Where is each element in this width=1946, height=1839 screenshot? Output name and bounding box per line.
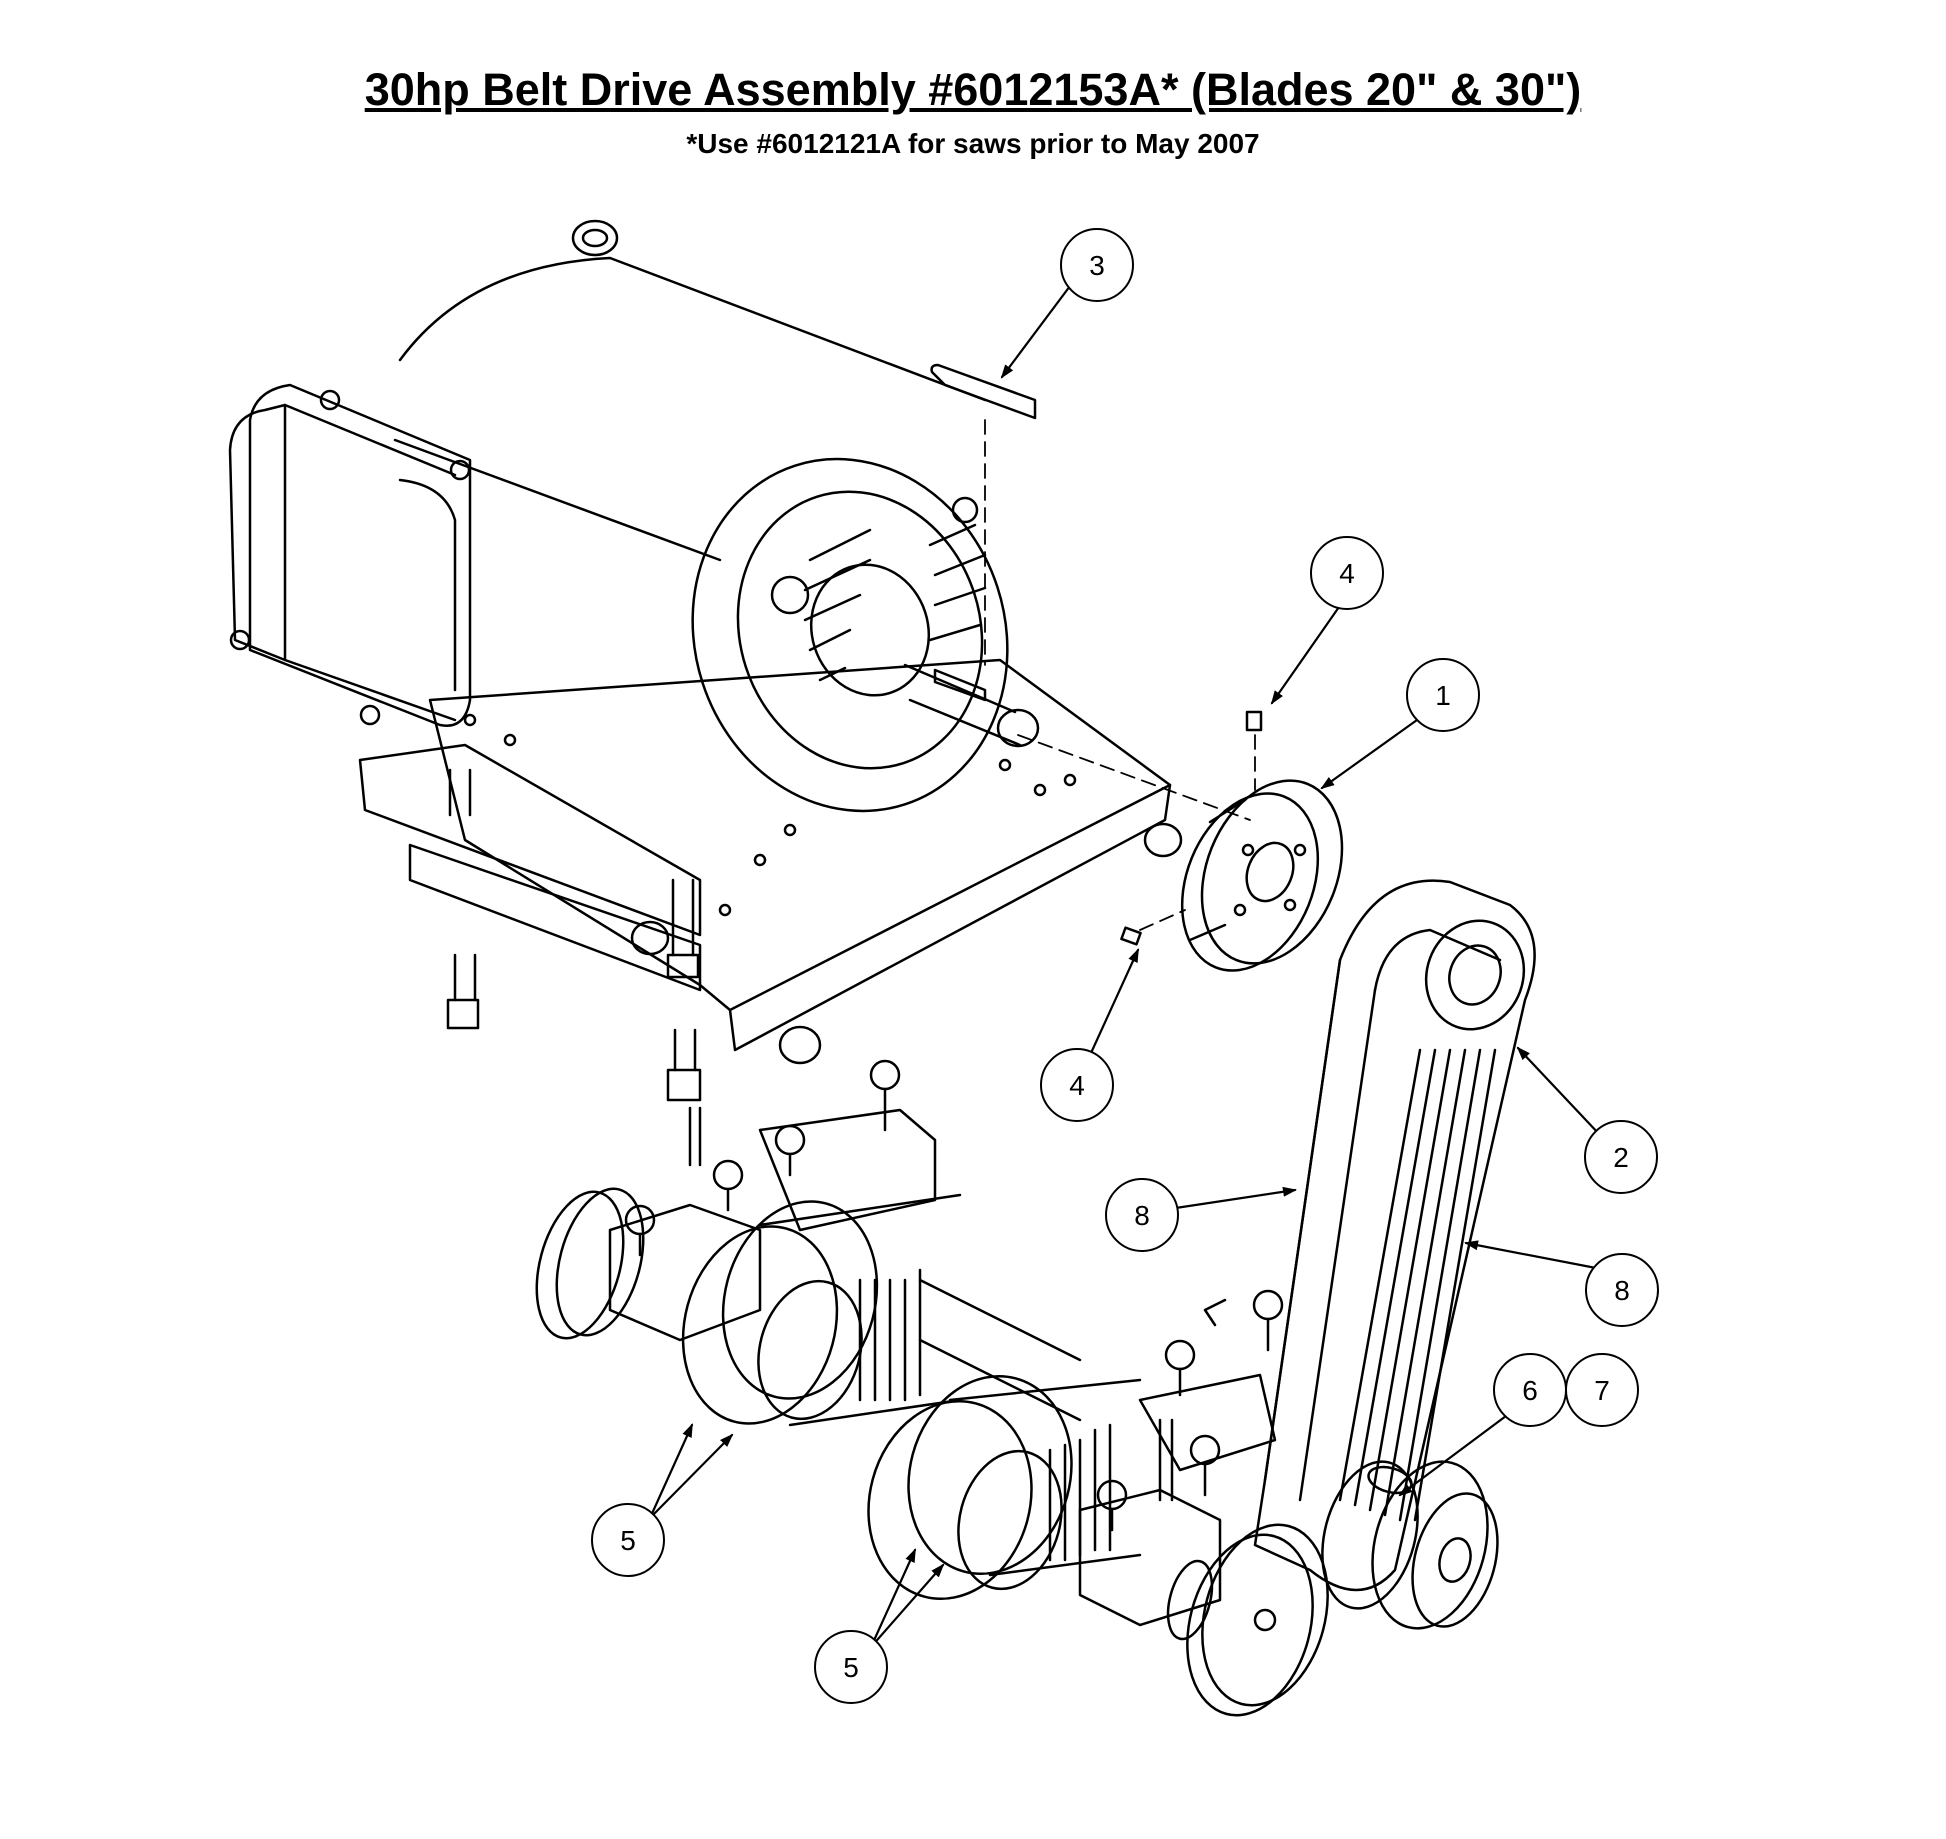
callout-5-bottom: 5 [814, 1630, 888, 1704]
callout-2: 2 [1584, 1120, 1658, 1194]
callout-1: 1 [1406, 658, 1480, 732]
arbor-assembly [535, 1059, 1499, 1717]
svg-text:3: 3 [1089, 250, 1105, 281]
terminal-box [228, 383, 472, 727]
motor-base [358, 658, 1183, 1102]
page-subtitle: *Use #6012121A for saws prior to May 200… [686, 128, 1260, 159]
drive-belt [1253, 879, 1536, 1592]
callout-3: 3 [1060, 228, 1134, 302]
svg-text:6: 6 [1522, 1375, 1538, 1406]
callout-6: 6 [1493, 1353, 1567, 1427]
motor-key [930, 363, 1037, 420]
set-screw-lower [1120, 926, 1142, 946]
callout-7: 7 [1565, 1353, 1639, 1427]
assembly-centerline [984, 419, 1256, 931]
callout-8-right: 8 [1585, 1253, 1659, 1327]
svg-text:2: 2 [1613, 1142, 1629, 1173]
leader-lines [648, 280, 1602, 1649]
callout-5-left: 5 [591, 1503, 665, 1577]
page-title: 30hp Belt Drive Assembly #6012153A* (Bla… [364, 64, 1582, 115]
callout-4-upper: 4 [1310, 536, 1384, 610]
svg-text:4: 4 [1339, 558, 1355, 589]
set-screw-upper [1245, 710, 1263, 732]
svg-text:4: 4 [1069, 1070, 1085, 1101]
svg-text:5: 5 [843, 1652, 859, 1683]
motor-sheave [1180, 779, 1344, 972]
svg-text:5: 5 [620, 1525, 636, 1556]
svg-text:1: 1 [1435, 680, 1451, 711]
svg-text:7: 7 [1594, 1375, 1610, 1406]
svg-text:8: 8 [1614, 1275, 1630, 1306]
svg-text:8: 8 [1134, 1200, 1150, 1231]
callout-8-left: 8 [1105, 1178, 1179, 1252]
motor [393, 219, 1040, 813]
callout-4-lower: 4 [1040, 1048, 1114, 1122]
